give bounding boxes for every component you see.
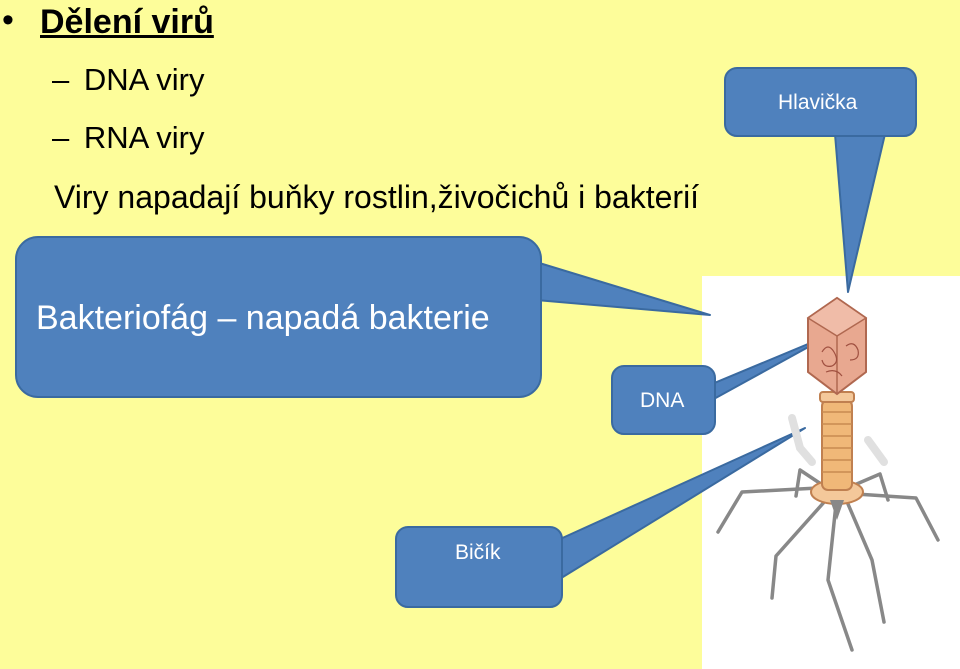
head-callout-label: Hlavička (778, 91, 858, 114)
viruses-attack-line: Viry napadají buňky rostlin,živočichů i … (54, 179, 700, 215)
list-item-dna-viry: – DNA viry (52, 62, 204, 98)
main-callout-label: Bakteriofág – napadá bakterie (36, 299, 490, 337)
title-bullet: • (2, 1, 14, 39)
bacteriophage-illustration (716, 296, 940, 652)
tail-callout-pointer (557, 427, 806, 581)
dna-callout-box (611, 365, 716, 435)
slide-title: Dělení virů (40, 3, 214, 41)
main-callout-box (15, 236, 542, 398)
list-item-text: DNA viry (83, 62, 205, 97)
dna-callout-label: DNA (640, 389, 685, 412)
tail-callout-label: Bičík (455, 541, 501, 564)
list-item-dash: – (52, 62, 70, 97)
list-item-rna-viry: – RNA viry (52, 120, 204, 156)
head-callout-box (724, 67, 917, 137)
list-item-text: RNA viry (83, 120, 205, 155)
main-callout-pointer (535, 261, 711, 316)
tail-callout-box (395, 526, 563, 608)
list-item-dash: – (52, 120, 70, 155)
head-callout-pointer (834, 133, 886, 293)
